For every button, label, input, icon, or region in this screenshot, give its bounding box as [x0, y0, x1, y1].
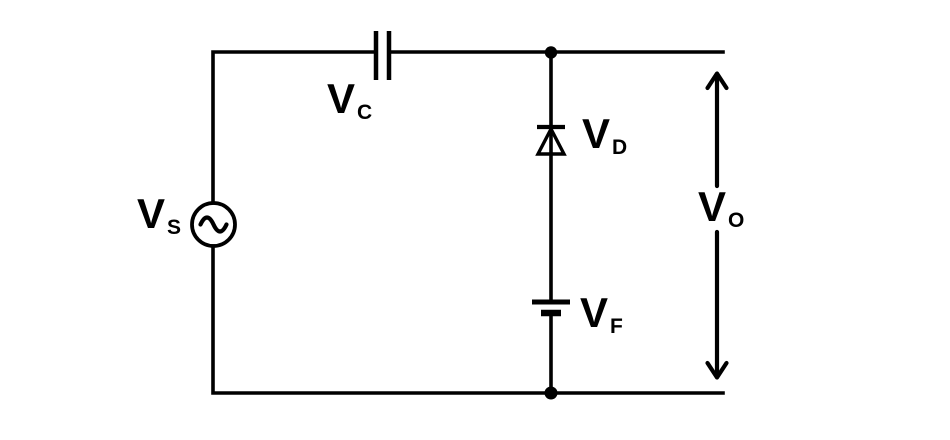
output-voltage-subscript: O: [728, 209, 745, 232]
output-arrow-up-head: [705, 71, 729, 91]
source-circle: [190, 201, 237, 248]
output-voltage-symbol: V: [698, 183, 727, 230]
diode-icon: [535, 124, 567, 156]
junction-dot-bottom: [544, 386, 558, 400]
diode-voltage-label: VD: [582, 110, 628, 159]
output-arrow-down-head: [705, 360, 729, 380]
junction-dot-top: [544, 46, 558, 59]
bottom-left-wire: [211, 244, 725, 395]
ac-voltage-source-icon: [190, 201, 237, 248]
battery-voltage-symbol: V: [580, 289, 609, 336]
capacitor-voltage-subscript: C: [357, 101, 373, 124]
top-left-wire: [211, 50, 376, 205]
output-arrow-up-icon: [705, 71, 729, 189]
diode-voltage-subscript: D: [612, 136, 628, 159]
source-voltage-subscript: S: [167, 216, 182, 239]
battery-icon: [532, 299, 570, 317]
capacitor-voltage-label: VC: [327, 75, 373, 124]
output-voltage-label: VO: [698, 183, 745, 232]
diode-triangle: [535, 125, 567, 156]
capacitor-icon: [373, 31, 392, 80]
source-voltage-label: VS: [137, 190, 182, 239]
output-arrow-down-icon: [705, 229, 729, 380]
battery-voltage-label: VF: [580, 289, 623, 338]
source-voltage-symbol: V: [137, 190, 166, 237]
diode-voltage-symbol: V: [582, 110, 611, 157]
sine-wave-icon: [198, 215, 229, 234]
capacitor-voltage-symbol: V: [327, 75, 356, 122]
wires: [211, 50, 725, 395]
battery-voltage-subscript: F: [610, 315, 623, 338]
